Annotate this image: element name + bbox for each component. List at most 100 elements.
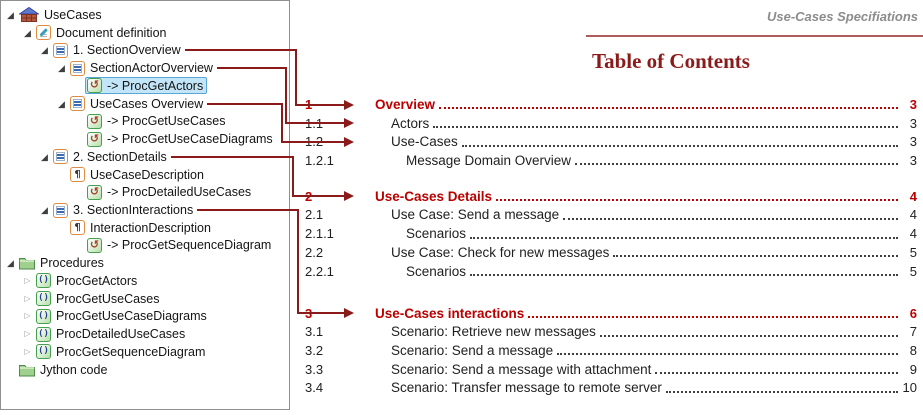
page-number: 3 <box>909 115 917 131</box>
tree-item-1-sectionoverview[interactable]: ◢1. SectionOverview <box>0 41 185 59</box>
toc-title-text: Scenarios <box>406 226 467 242</box>
tree-item-procdetailedusecases[interactable]: ↺-> ProcDetailedUseCases <box>0 183 255 201</box>
tree-item-content[interactable]: ()ProcDetailedUseCases <box>34 326 189 343</box>
tree-item-procgetactors[interactable]: ↺-> ProcGetActors <box>0 77 208 95</box>
toc-title-text: Actors <box>391 115 430 131</box>
section-icon <box>53 42 68 58</box>
tree-item-document-definition[interactable]: ◢Document definition <box>0 24 170 42</box>
tree-item-content[interactable]: ↺-> ProcDetailedUseCases <box>85 184 255 201</box>
tree-item-content[interactable]: ()ProcGetUseCases <box>34 290 164 307</box>
collapse-toggle-icon[interactable]: ◢ <box>58 63 65 74</box>
toc-number: 3.3 <box>305 361 324 377</box>
tree-item-content[interactable]: ¶InteractionDescription <box>68 219 215 236</box>
collapse-toggle-icon[interactable]: ◢ <box>41 205 48 216</box>
collapse-toggle-icon[interactable]: ◢ <box>41 151 48 162</box>
project-icon <box>17 6 41 23</box>
collapse-toggle-icon[interactable]: ◢ <box>7 258 14 269</box>
pilcrow-icon: ¶ <box>70 220 85 236</box>
page-number: 4 <box>909 188 917 204</box>
page-number: 4 <box>909 226 917 242</box>
tree-item-content[interactable]: ()ProcGetSequenceDiagram <box>34 343 209 360</box>
toc-title-text: Use-Cases Details <box>375 188 493 204</box>
tree-item-content[interactable]: UseCases Overview <box>68 95 207 112</box>
tree-item-procdetailedusecases[interactable]: ▷()ProcDetailedUseCases <box>0 325 189 343</box>
collapse-toggle-icon[interactable]: ◢ <box>7 10 14 20</box>
proc-call-icon: ↺ <box>87 78 102 94</box>
tree-item-content[interactable]: ↺-> ProcGetSequenceDiagram <box>85 237 275 254</box>
tree-item-content[interactable]: SectionActorOverview <box>68 60 217 77</box>
tree-item-content[interactable]: ↺-> ProcGetUseCaseDiagrams <box>85 131 277 148</box>
tree-item-usecasedescription[interactable]: ¶UseCaseDescription <box>0 166 208 184</box>
toc-title-text: Message Domain Overview <box>406 153 572 169</box>
page-number: 5 <box>909 244 917 260</box>
tree-item-2-sectiondetails[interactable]: ◢2. SectionDetails <box>0 148 171 166</box>
expand-toggle-icon[interactable]: ▷ <box>24 293 31 303</box>
running-header: Use-Cases Specifiations <box>766 9 918 24</box>
tree-item-procedures[interactable]: ◢Procedures <box>0 254 108 272</box>
tree-item-procgetusecases[interactable]: ▷()ProcGetUseCases <box>0 290 164 308</box>
page-number: 10 <box>902 380 917 396</box>
tree-item-jython-code[interactable]: Jython code <box>0 361 111 379</box>
toc-number: 2.1.1 <box>305 226 334 242</box>
tree-item-content[interactable]: ↺-> ProcGetUseCases <box>85 113 229 130</box>
toc-number: 2.2 <box>305 244 324 260</box>
collapse-toggle-icon[interactable]: ◢ <box>41 45 48 56</box>
collapse-toggle-icon[interactable]: ◢ <box>24 27 31 38</box>
tree-item-content[interactable]: 2. SectionDetails <box>51 148 171 165</box>
toc-title-text: Scenario: Transfer message to remote ser… <box>391 380 662 396</box>
page-number: 3 <box>909 153 917 169</box>
tree-item-sectionactoroverview[interactable]: ◢SectionActorOverview <box>0 59 217 77</box>
expand-toggle-icon[interactable]: ▷ <box>24 329 31 339</box>
toc-title-text: Use Case: Send a message <box>391 207 560 223</box>
tree-item-content[interactable]: Jython code <box>17 362 111 378</box>
header-rule <box>586 35 923 37</box>
tree-item-procgetsequencediagram[interactable]: ▷()ProcGetSequenceDiagram <box>0 343 209 361</box>
tree-item-procgetusecasediagrams[interactable]: ↺-> ProcGetUseCaseDiagrams <box>0 130 277 148</box>
tree-item-procgetsequencediagram[interactable]: ↺-> ProcGetSequenceDiagram <box>0 236 275 254</box>
dot-leader <box>613 255 898 258</box>
page-number: 9 <box>909 361 917 377</box>
expand-toggle-icon[interactable]: ▷ <box>24 275 31 285</box>
tree-item-3-sectioninteractions[interactable]: ◢3. SectionInteractions <box>0 201 197 219</box>
expand-toggle-icon[interactable]: ▷ <box>24 311 31 321</box>
tree-item-content[interactable]: Procedures <box>17 255 108 271</box>
selected-tree-item[interactable]: ↺-> ProcGetActors <box>85 77 208 95</box>
tree-item-content[interactable]: UseCases <box>17 6 106 24</box>
toc-title-text: Overview <box>375 96 436 112</box>
pilcrow-icon: ¶ <box>70 167 85 183</box>
toc-title: Table of Contents <box>592 49 750 73</box>
tree-item-content[interactable]: ¶UseCaseDescription <box>68 166 208 183</box>
expand-toggle-icon[interactable]: ▷ <box>24 346 31 356</box>
collapse-toggle-icon[interactable]: ◢ <box>58 98 65 109</box>
page-number: 3 <box>909 134 917 150</box>
tree-item-content[interactable]: Document definition <box>34 24 170 41</box>
tree-item-content[interactable]: ()ProcGetActors <box>34 272 141 289</box>
tree-item-content[interactable]: 3. SectionInteractions <box>51 202 197 219</box>
proc-def-icon: () <box>36 308 51 324</box>
dot-leader <box>599 334 898 337</box>
folder-icon <box>19 363 35 377</box>
tree-item-procgetusecasediagrams[interactable]: ▷()ProcGetUseCaseDiagrams <box>0 307 211 325</box>
tree-item-content[interactable]: 1. SectionOverview <box>51 42 185 59</box>
toc-title-text: Use Case: Check for new messages <box>391 244 610 260</box>
dot-leader <box>665 390 898 393</box>
proc-call-icon: ↺ <box>87 184 102 200</box>
tree-item-content[interactable]: ()ProcGetUseCaseDiagrams <box>34 308 211 325</box>
tree-item-interactiondescription[interactable]: ¶InteractionDescription <box>0 219 215 237</box>
tree-item-procgetactors[interactable]: ▷()ProcGetActors <box>0 272 141 290</box>
tree-item-usecases[interactable]: ◢UseCases <box>0 6 106 24</box>
toc-title-text: Scenarios <box>406 263 467 279</box>
toc-entry-2-1-1: 2.1.1 Scenarios 4 <box>305 224 917 243</box>
tree-item-procgetusecases[interactable]: ↺-> ProcGetUseCases <box>0 112 229 130</box>
document-preview: Use-Cases Specifiations Table of Content… <box>290 0 923 415</box>
tree-item-usecases-overview[interactable]: ◢UseCases Overview <box>0 95 207 113</box>
